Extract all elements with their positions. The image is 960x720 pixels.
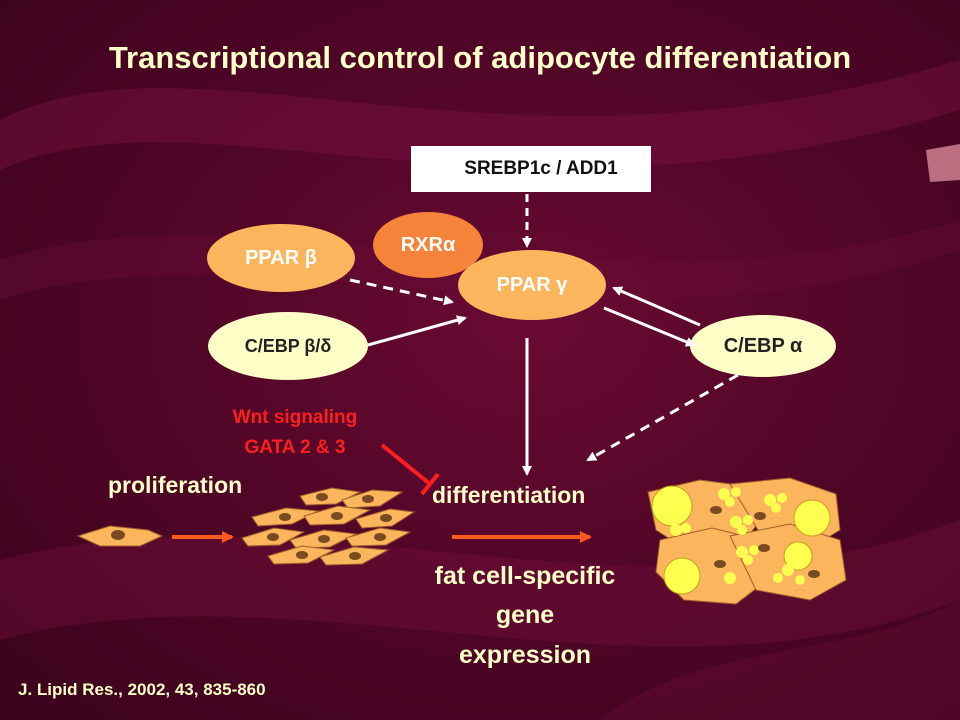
arrow-ppar-gamma-to-cebp-alpha <box>603 306 696 347</box>
citation: J. Lipid Res., 2002, 43, 835-860 <box>18 680 266 699</box>
node-cebp-beta-delta: C/EBP β/δ <box>208 312 368 380</box>
stage-differentiation: differentiation <box>432 482 586 508</box>
corner-ribbon <box>926 144 960 182</box>
preadipocyte-cell <box>76 525 164 547</box>
arrow-ppar-beta-to-ppar-gamma <box>349 278 454 306</box>
expression-line-3: expression <box>458 641 591 669</box>
expression-line-1: fat cell-specific <box>434 562 616 590</box>
srebp-box: SREBP1c / ADD1 <box>411 146 651 192</box>
stage-proliferation: proliferation <box>108 472 243 498</box>
proliferating-cell-cluster <box>241 487 416 566</box>
inhibitor-wnt: Wnt signaling <box>232 407 358 428</box>
arrow-cebp-alpha-to-ppar-gamma <box>612 286 701 327</box>
arrow-cebp-alpha-to-differentiation <box>586 373 739 462</box>
inhibition-bar <box>420 472 440 496</box>
page-title: Transcriptional control of adipocyte dif… <box>108 40 852 75</box>
inhibition-line <box>380 443 432 486</box>
node-rxr-alpha: RXRα <box>373 212 483 278</box>
srebp-label: SREBP1c / ADD1 <box>464 158 618 179</box>
node-cebp-alpha: C/EBP α <box>690 315 836 377</box>
node-ppar-gamma: PPAR γ <box>458 250 606 320</box>
arrow-cebp-bd-to-ppar-gamma <box>367 315 467 347</box>
adipocyte-cell-cluster <box>647 477 847 605</box>
expression-line-2: gene <box>495 601 555 629</box>
node-ppar-beta: PPAR β <box>207 224 355 292</box>
inhibitor-gata: GATA 2 & 3 <box>244 437 346 458</box>
